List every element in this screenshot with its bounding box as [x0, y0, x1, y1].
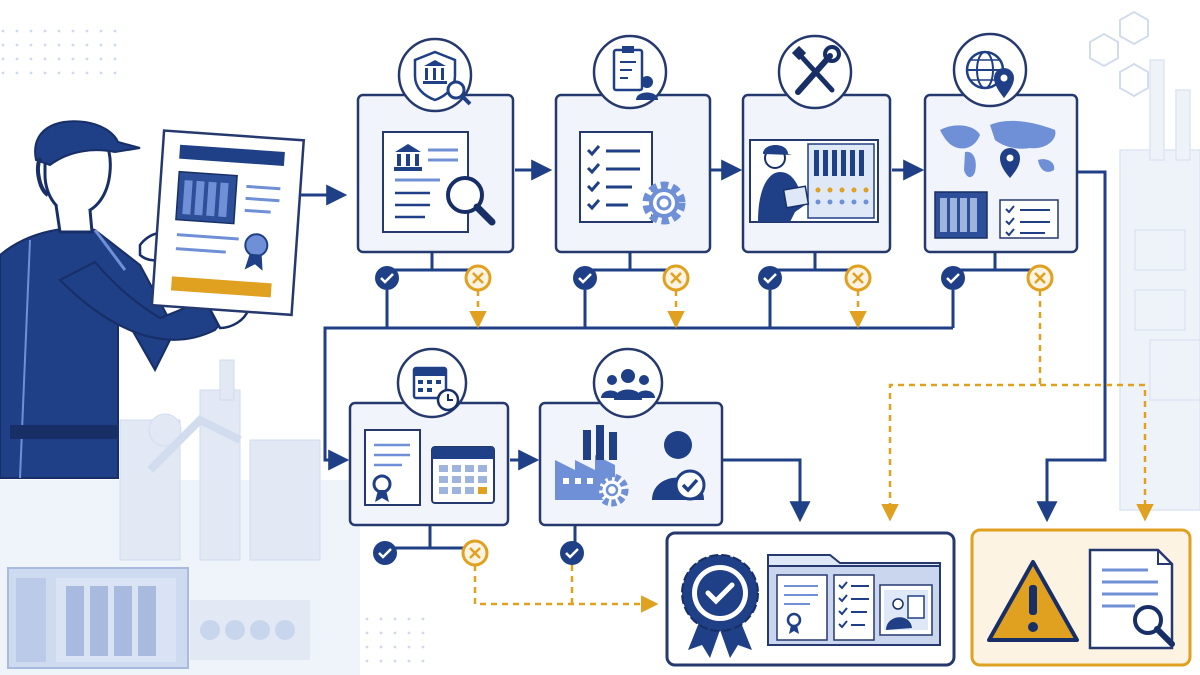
- fail-x-icon: [662, 264, 690, 292]
- fail-x-icon: [464, 264, 492, 292]
- clipboard-person-icon: [592, 34, 668, 110]
- pass-check-icon: [941, 266, 965, 290]
- world-map-equipment-checklist-icon: [934, 120, 1059, 239]
- calendar-clock-icon: [396, 347, 468, 419]
- document-search-icon: [1088, 548, 1175, 650]
- technician-control-panel-icon: [749, 139, 879, 223]
- factory-user-approved-icon: [555, 425, 706, 507]
- bank-document-magnifier-icon: [382, 131, 496, 233]
- node-compliance-checklist: [554, 34, 712, 254]
- warning-triangle-icon: [987, 560, 1079, 642]
- pass-check-icon: [373, 541, 397, 565]
- pass-check-icon: [573, 266, 597, 290]
- bg-control-cabinet: [7, 567, 310, 669]
- fail-x-icon: [461, 539, 489, 567]
- rejected-outcome: [970, 528, 1192, 667]
- fail-x-icon: [1026, 264, 1054, 292]
- pass-check-icon: [758, 266, 782, 290]
- flow-connectors: [300, 159, 1107, 550]
- node-technical-inspection: [741, 34, 892, 254]
- node-card: [538, 401, 724, 527]
- wrench-screwdriver-icon: [777, 34, 853, 110]
- engineer-with-document-illustration: [0, 120, 306, 479]
- node-review-document: [356, 37, 515, 254]
- arrow-bus-to-scheduling: [323, 326, 953, 471]
- fail-x-icon: [844, 264, 872, 292]
- approved-outcome: [665, 531, 956, 667]
- arrow-stakeholder-to-approved: [722, 458, 811, 523]
- shield-bank-search-icon: [397, 37, 473, 113]
- background-decor: [0, 10, 1200, 675]
- arrow-regional-to-rejected: [1036, 170, 1107, 523]
- document-folder-icon: [767, 554, 941, 646]
- pass-check-icon: [560, 541, 584, 565]
- decision-markers: [373, 264, 1054, 567]
- people-group-icon: [592, 347, 664, 419]
- certificate-calendar-icon: [364, 429, 495, 506]
- node-stakeholder-approval: [538, 347, 724, 527]
- node-regional-approval: [923, 32, 1079, 254]
- checklist-gear-icon: [579, 131, 686, 225]
- node-certificate-scheduling: [348, 347, 510, 527]
- award-ribbon-check-icon: [681, 554, 759, 658]
- fail-connectors: [469, 290, 1154, 613]
- globe-pin-icon: [952, 32, 1028, 108]
- pass-check-icon: [375, 266, 399, 290]
